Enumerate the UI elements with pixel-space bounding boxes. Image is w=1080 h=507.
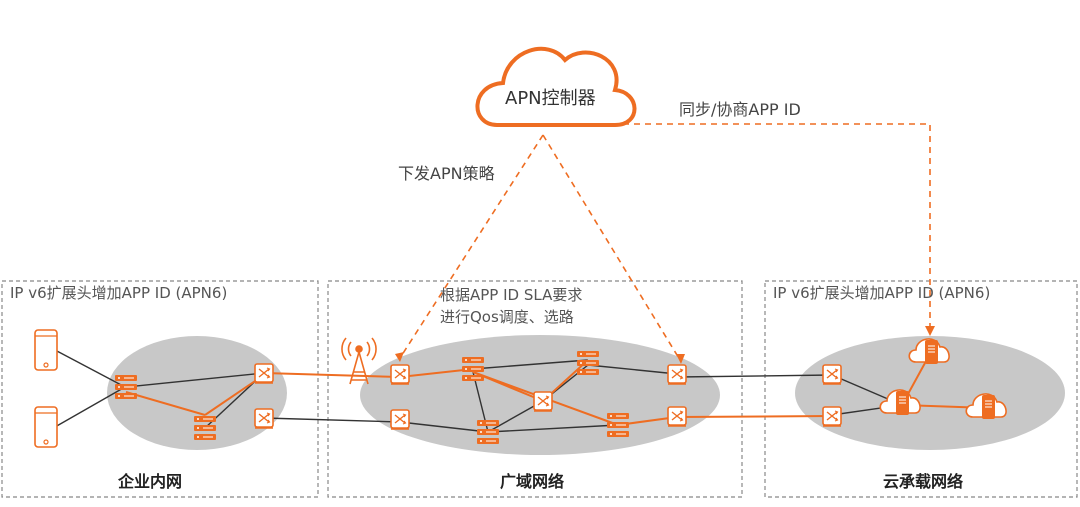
server-icon xyxy=(576,350,600,376)
wan-zone-title-line2: 进行Qos调度、选路 xyxy=(440,308,574,326)
cloud-ellipse xyxy=(795,336,1065,450)
switch-icon xyxy=(254,408,274,429)
phone-icon xyxy=(34,406,58,448)
antenna-tower-icon xyxy=(341,337,377,385)
phone-icon xyxy=(34,329,58,371)
switch-icon xyxy=(822,406,842,427)
sync-link xyxy=(612,123,931,330)
switch-icon xyxy=(667,406,687,427)
black-links xyxy=(54,349,903,433)
cloud-zone-title: IP v6扩展头增加APP ID (APN6) xyxy=(773,284,991,302)
server-icon xyxy=(606,412,630,438)
arrowhead-left xyxy=(395,352,404,362)
wan-zone-title-line1: 根据APP ID SLA要求 xyxy=(440,286,583,304)
wan-zone-box xyxy=(327,280,743,498)
policy-link-left xyxy=(399,134,544,359)
server-icon xyxy=(114,374,138,400)
arrowhead-sync xyxy=(925,326,935,336)
switch-icon xyxy=(667,364,687,385)
arrowhead-right xyxy=(676,354,685,364)
switch-icon xyxy=(254,363,274,384)
cloud-zone-box xyxy=(764,280,1078,498)
switch-icon xyxy=(390,364,410,385)
server-icon xyxy=(476,419,500,445)
enterprise-zone-name: 企业内网 xyxy=(118,472,183,491)
policy-link-label: 下发APN策略 xyxy=(398,164,495,183)
server-icon xyxy=(193,415,217,441)
controller-cloud-icon xyxy=(475,46,637,127)
enterprise-zone-box xyxy=(1,280,319,498)
cloud-zone-name: 云承载网络 xyxy=(883,472,964,491)
enterprise-ellipse xyxy=(107,336,287,450)
controller-label: APN控制器 xyxy=(505,88,596,109)
switch-icon xyxy=(822,364,842,385)
switch-icon xyxy=(533,391,553,412)
wan-zone-name: 广域网络 xyxy=(500,472,565,491)
enterprise-zone-title: IP v6扩展头增加APP ID (APN6) xyxy=(10,284,228,302)
switch-icon xyxy=(390,409,410,430)
server-icon xyxy=(461,356,485,382)
control-links xyxy=(399,123,931,361)
policy-link-right xyxy=(542,134,681,361)
sync-link-label: 同步/协商APP ID xyxy=(679,100,801,119)
